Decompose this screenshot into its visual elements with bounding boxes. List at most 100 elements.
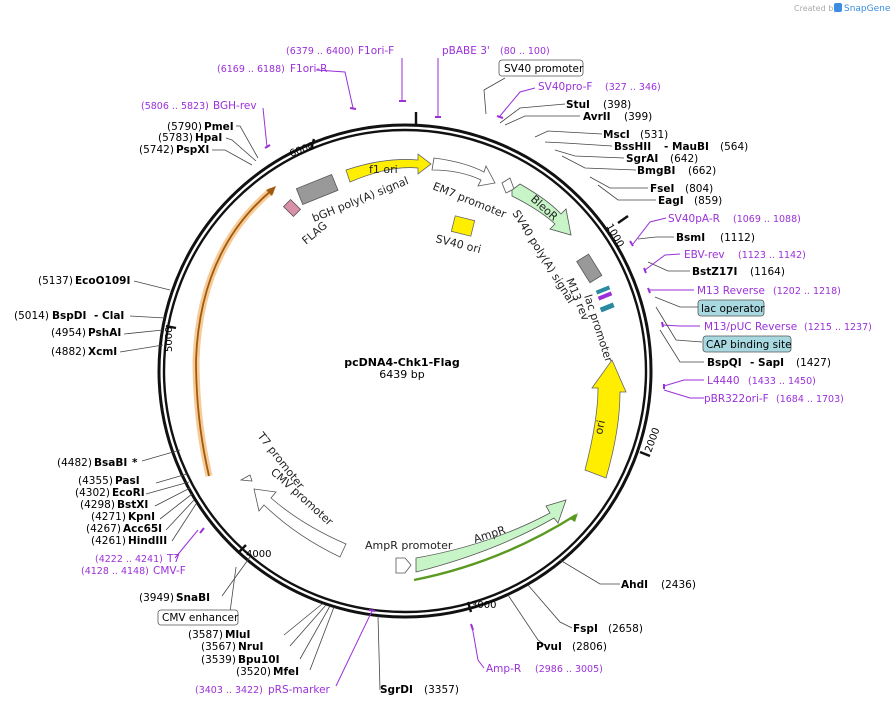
- ori-arrow: [584, 359, 627, 479]
- enzyme-sapi: - SapI: [750, 357, 784, 369]
- enzyme-bsmi: BsmI: [676, 232, 705, 244]
- primer-amp-r-pos: (2986 .. 3005): [535, 664, 603, 675]
- enzyme-msci: MscI: [603, 129, 630, 141]
- cmv-enhancer-box: [157, 609, 239, 626]
- ampr-highlight-head: [570, 513, 578, 522]
- em7-promoter-arrow: [431, 157, 496, 187]
- tick-marks: [165, 112, 651, 613]
- primer-pbr322ori-f: pBR322ori-F: [704, 393, 769, 405]
- lac-operator-mark: [597, 291, 613, 301]
- enzyme-bsshii-pos: (564): [720, 141, 748, 153]
- primer-bgh-rev-pos: (5806 .. 5823): [141, 101, 209, 112]
- enzyme-bspdi: BspDI: [52, 310, 86, 322]
- enzyme-pasi-pos: (4355): [78, 475, 113, 487]
- primer-cmv-f: CMV-F: [153, 565, 186, 577]
- enzyme-ecoo109i-pos: (5137): [38, 275, 73, 287]
- enzyme-hpai-pos: (5783): [158, 132, 193, 144]
- enzyme-acc65i-pos: (4267): [86, 523, 121, 535]
- cap-site-mark: [599, 302, 615, 313]
- enzyme-sgrdi-pos: (3357): [424, 684, 459, 696]
- enzyme-ahdi-pos: (2436): [661, 579, 696, 591]
- plasmid-size: 6439 bp: [379, 368, 424, 381]
- cap-binding-site-box-label: CAP binding site: [706, 339, 792, 351]
- enzyme-xcmi: XcmI: [88, 346, 117, 358]
- enzyme-hindiii: HindIII: [128, 535, 167, 547]
- primer-f1ori-r: F1ori-R: [290, 63, 327, 75]
- f1-ori-arrow: [345, 153, 432, 183]
- enzyme-mlui-pos: (3587): [188, 629, 223, 641]
- primer-l4440: L4440: [707, 375, 740, 387]
- insert-arc: [195, 189, 273, 477]
- leader-lines-primers: [174, 58, 704, 687]
- brand-text: SnapGene: [844, 4, 891, 14]
- sv40-promoter-box-label: SV40 promoter: [504, 63, 584, 75]
- enzyme-mlui: MluI: [225, 629, 250, 641]
- enzyme-bsshii: BssHII: [614, 141, 651, 153]
- t7-promoter-arrow: [239, 474, 253, 482]
- enzyme-pasi: PasI: [115, 475, 140, 487]
- enzyme-stui: StuI: [566, 99, 590, 111]
- primer-f1ori-r-pos: (6169 .. 6188): [217, 64, 285, 75]
- leader-lines-right: [377, 103, 704, 691]
- primer-prs-marker: pRS-marker: [268, 684, 331, 696]
- sv40-promoter-box: [498, 59, 584, 77]
- enzyme-mfei: MfeI: [273, 666, 299, 678]
- enzyme-sgrai-pos: (642): [670, 153, 698, 165]
- primer-ebv-rev: EBV-rev: [684, 249, 725, 261]
- enzyme-clai: - ClaI: [94, 310, 124, 322]
- primer-sv40pro-f: SV40pro-F: [538, 81, 592, 93]
- enzyme-bstz17i: BstZ17I: [692, 266, 737, 278]
- cap-binding-site-box: [702, 335, 792, 353]
- primer-f1ori-f: F1ori-F: [358, 45, 394, 57]
- enzyme-bmgbi-pos: (662): [688, 165, 716, 177]
- enzyme-eagi: EagI: [658, 195, 684, 207]
- enzyme-pvui-pos: (2806): [572, 641, 607, 653]
- right-enzyme-labels: StuI (398) AvrII (399) MscI (531) BssHII…: [380, 99, 831, 696]
- primer-ebv-rev-pos: (1123 .. 1142): [738, 250, 806, 261]
- ampr-arrow: [415, 499, 567, 573]
- primer-amp-r: Amp-R: [486, 663, 521, 675]
- feature-boxes: SV40 promoter lac operator CAP binding s…: [157, 59, 792, 626]
- enzyme-avrii-pos: (399): [624, 111, 652, 123]
- ori-label: ori: [592, 419, 608, 436]
- enzyme-bpu10i-pos: (3539): [201, 654, 236, 666]
- enzyme-avrii: AvrII: [583, 111, 611, 123]
- enzyme-bsmi-pos: (1112): [720, 232, 755, 244]
- enzyme-hindiii-pos: (4261): [91, 535, 126, 547]
- left-enzyme-labels: (5790) PmeI (5783) HpaI (5742) PspXI (51…: [14, 121, 299, 678]
- primer-sv40pro-f-pos: (327 .. 346): [605, 82, 661, 93]
- bleor-arrow: [511, 183, 572, 236]
- enzyme-pspxi: PspXI: [176, 144, 209, 156]
- lac-operator-box: [697, 299, 765, 317]
- enzyme-bstxi-pos: (4298): [80, 499, 115, 511]
- tick-4000: 4000: [246, 549, 271, 560]
- ampr-promoter-arrow: [395, 557, 412, 574]
- top-primer-labels: (6379 .. 6400) F1ori-F pBABE 3' (80 .. 1…: [141, 45, 550, 112]
- enzyme-pshai: PshAI: [88, 327, 121, 339]
- m13-rev-mark: [595, 285, 611, 295]
- enzyme-ecoo109i: EcoO109I: [75, 275, 130, 287]
- cmv-promoter-arrow: [253, 488, 347, 558]
- tick-2000: 2000: [643, 426, 662, 454]
- insert-arrow-head: [266, 186, 276, 196]
- tick-1000: 1000: [603, 222, 625, 250]
- enzyme-bstxi: BstXI: [117, 499, 148, 511]
- enzyme-pmei: PmeI: [204, 121, 234, 133]
- f1-ori-label: f1 ori: [369, 163, 398, 176]
- enzyme-stui-pos: (398): [603, 99, 631, 111]
- enzyme-fspi-pos: (2658): [608, 623, 643, 635]
- enzyme-fspi: FspI: [573, 623, 598, 635]
- plasmid-name: pcDNA4-Chk1-Flag: [344, 356, 459, 369]
- primer-f1ori-f-pos: (6379 .. 6400): [286, 46, 354, 57]
- lac-operator-box-label: lac operator: [701, 303, 765, 315]
- primer-l4440-pos: (1433 .. 1450): [748, 376, 816, 387]
- primer-m13-puc-reverse-pos: (1215 .. 1237): [804, 322, 872, 333]
- enzyme-fsei-pos: (804): [685, 183, 713, 195]
- sv40-ori-label: SV40 ori: [434, 232, 482, 256]
- enzyme-pmei-pos: (5790): [167, 121, 202, 133]
- enzyme-bspdi-pos: (5014): [14, 310, 49, 322]
- enzyme-bspqi-pos: (1427): [796, 357, 831, 369]
- tick-3000: 3000: [471, 600, 496, 611]
- primer-t7: T7: [166, 553, 180, 565]
